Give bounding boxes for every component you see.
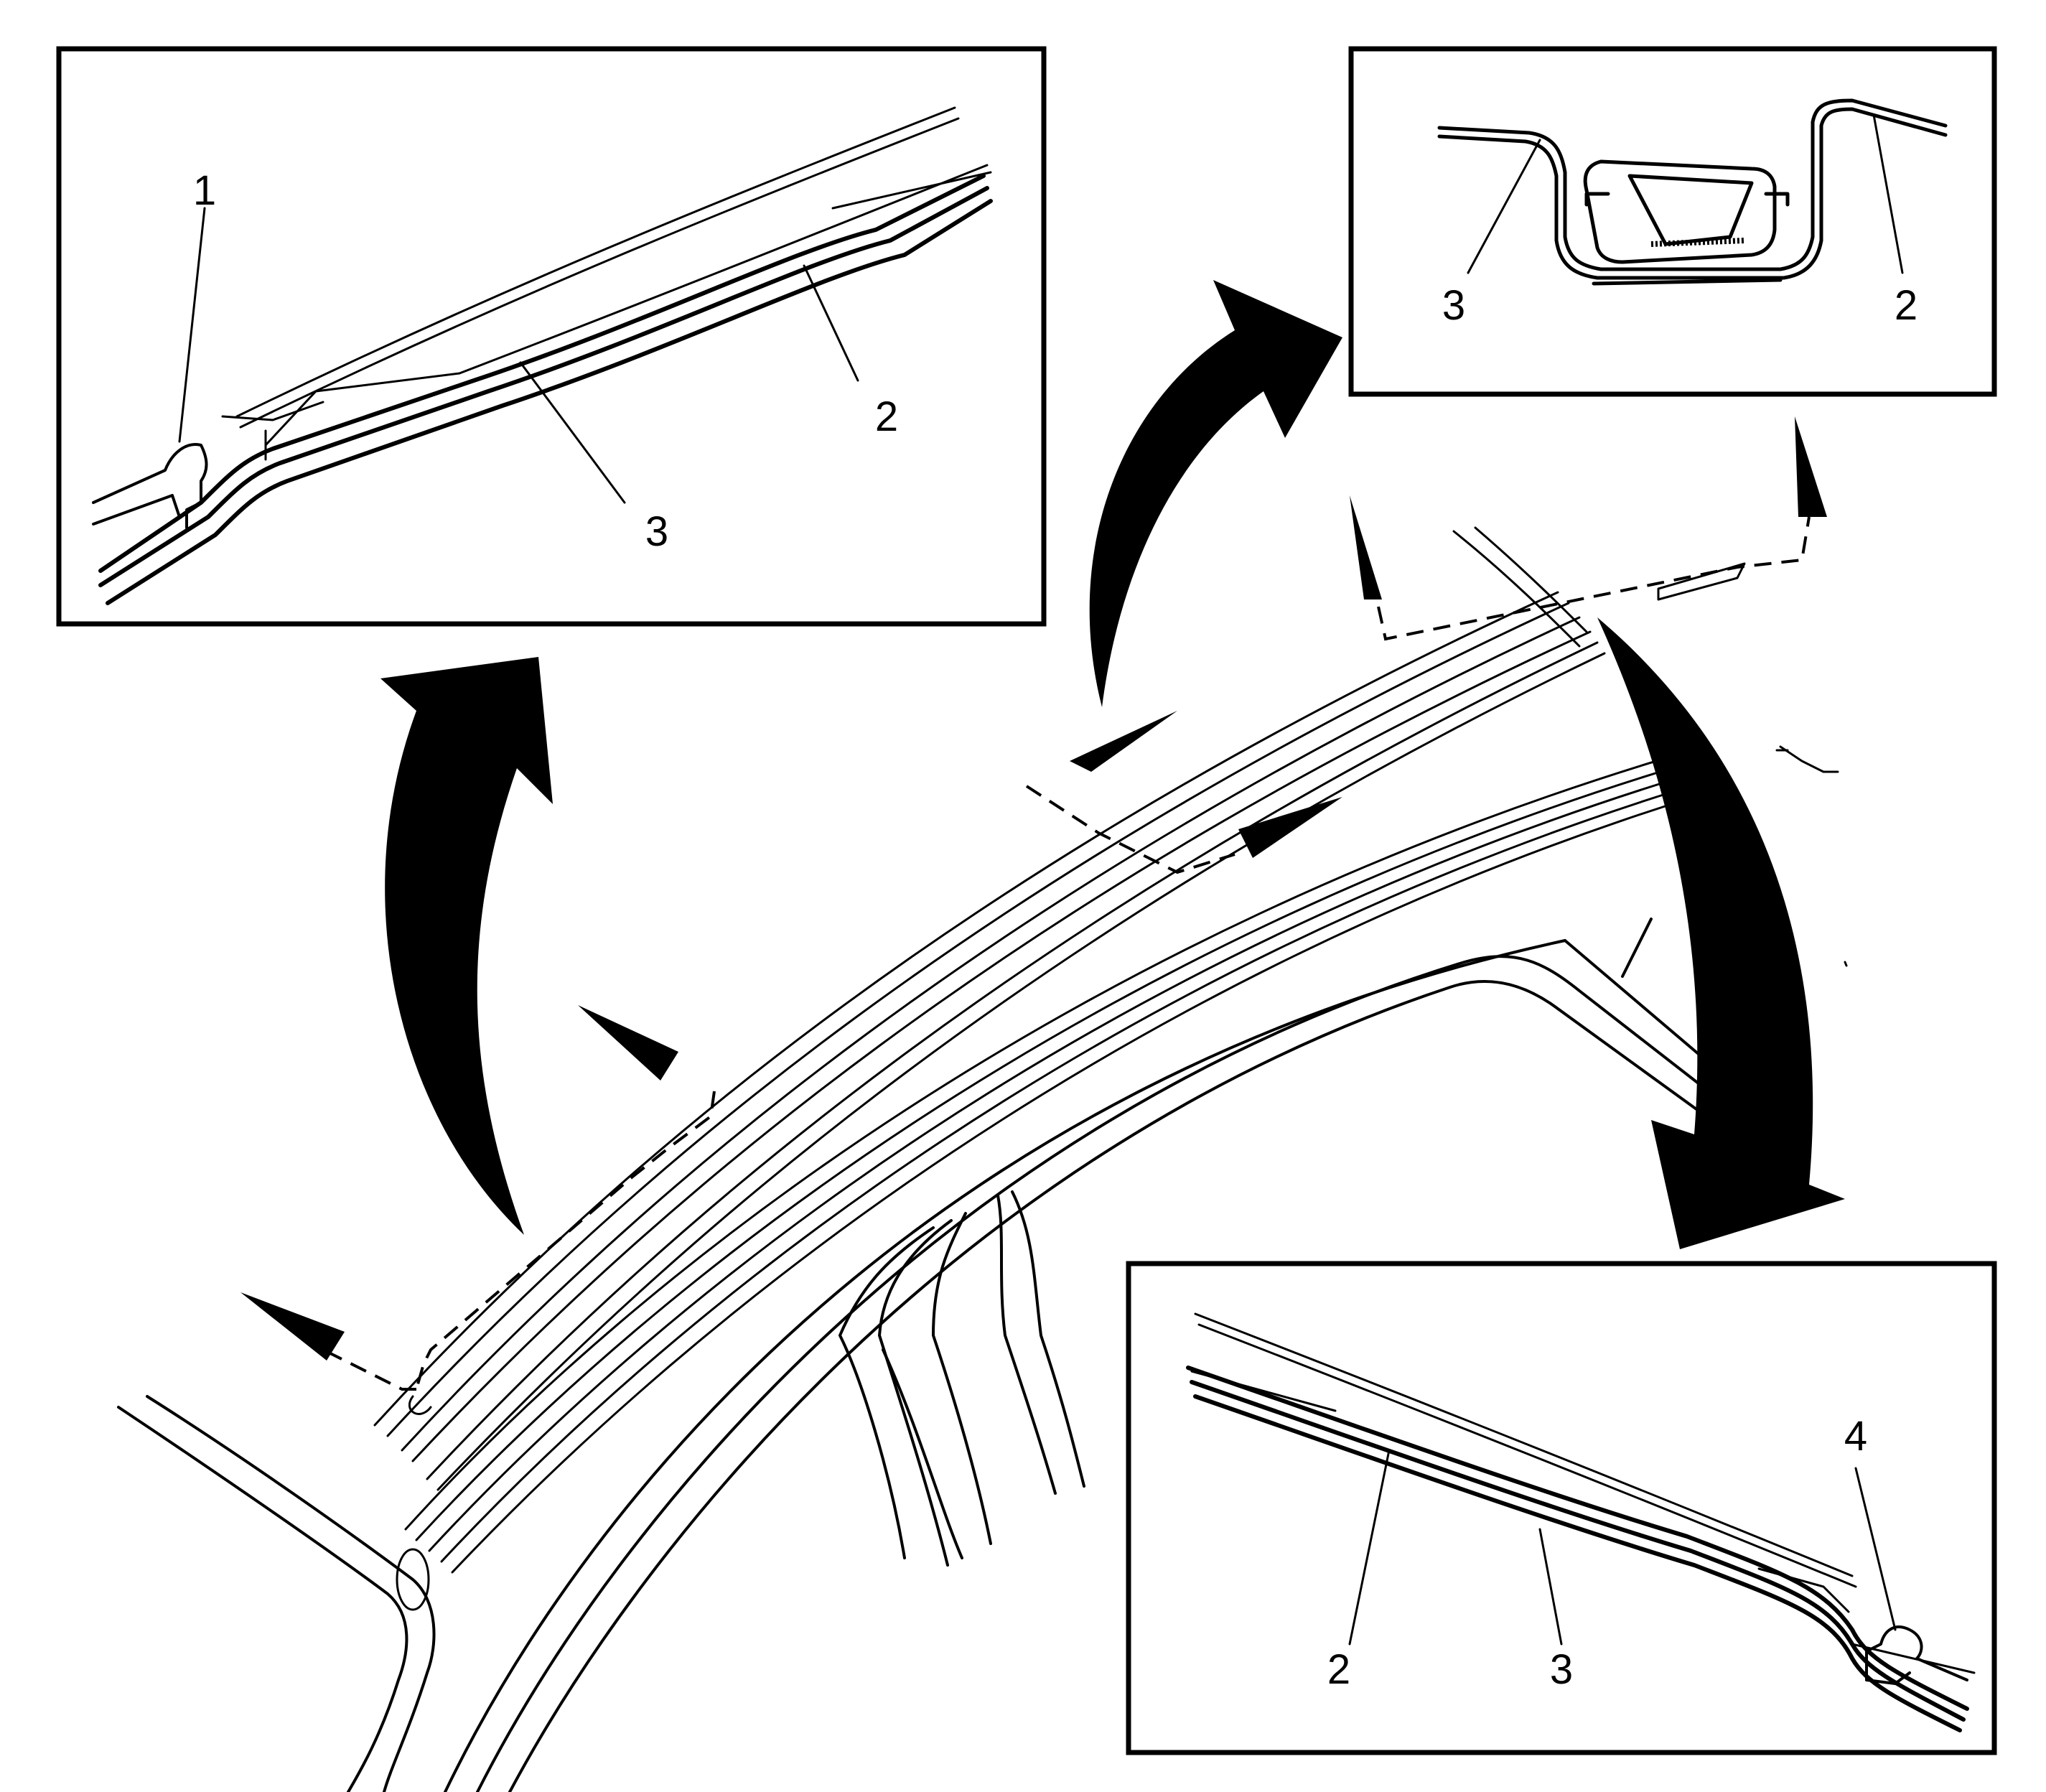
arrow-top-right-2: [1795, 416, 1827, 517]
callout-3: 3: [1550, 1646, 1573, 1693]
big-arrow-to-bottom-right: [1597, 617, 1845, 1249]
callout-2: 2: [1895, 282, 1917, 329]
arrow-top-right-1: [1350, 495, 1382, 599]
leader-2: [1872, 113, 1904, 274]
channel-cross-section: [1437, 98, 1948, 286]
door-frame-rail: [404, 752, 1696, 1574]
arrow-center-upper: [1070, 711, 1177, 772]
clip-retainer: [92, 443, 208, 529]
molding-section: [221, 106, 992, 461]
leader-3: [519, 361, 626, 504]
arrow-left-lower: [240, 1292, 345, 1361]
leader-1: [178, 207, 206, 443]
detail-panel-top-left: 1 3 2: [56, 46, 1047, 627]
leader-3: [1538, 1528, 1563, 1646]
big-arrow-to-top-left: [380, 657, 553, 1235]
b-pillar: [839, 1190, 1085, 1567]
clip-retainer: [1865, 1625, 1968, 1685]
detail-panel-bottom-right: 4 2 3: [1126, 1261, 1997, 1755]
callout-2: 2: [875, 393, 898, 440]
a-pillar-corner: [117, 1395, 436, 1792]
roof-panel-layers: [98, 174, 993, 605]
detail-panel-top-right: 3 2: [1348, 46, 1997, 397]
section-marker-b: [1025, 711, 1342, 874]
roof-panel-layers: [1186, 1366, 1969, 1732]
leader-2: [1348, 1449, 1391, 1646]
callout-1: 1: [193, 167, 216, 214]
arrow-center-lower: [1238, 797, 1342, 858]
leader-3: [1467, 139, 1541, 274]
big-arrow-to-top-right: [1089, 280, 1342, 707]
adhesive-tape: [1650, 238, 1745, 247]
arrow-left-upper: [578, 1005, 678, 1081]
callout-3: 3: [1442, 282, 1465, 329]
callout-3: 3: [645, 508, 668, 555]
vehicle-roof-view: [117, 280, 1848, 1792]
leader-4: [1854, 1467, 1897, 1631]
roof-molding-channel: [373, 591, 1606, 1491]
section-marker-a: [240, 1005, 716, 1415]
callout-4: 4: [1844, 1413, 1867, 1460]
section-marker-c: [1350, 416, 1827, 641]
leader-2: [803, 264, 859, 382]
door-opening: [444, 918, 1710, 1792]
molding-section: [1190, 1312, 1976, 1674]
callout-2: 2: [1327, 1646, 1350, 1693]
